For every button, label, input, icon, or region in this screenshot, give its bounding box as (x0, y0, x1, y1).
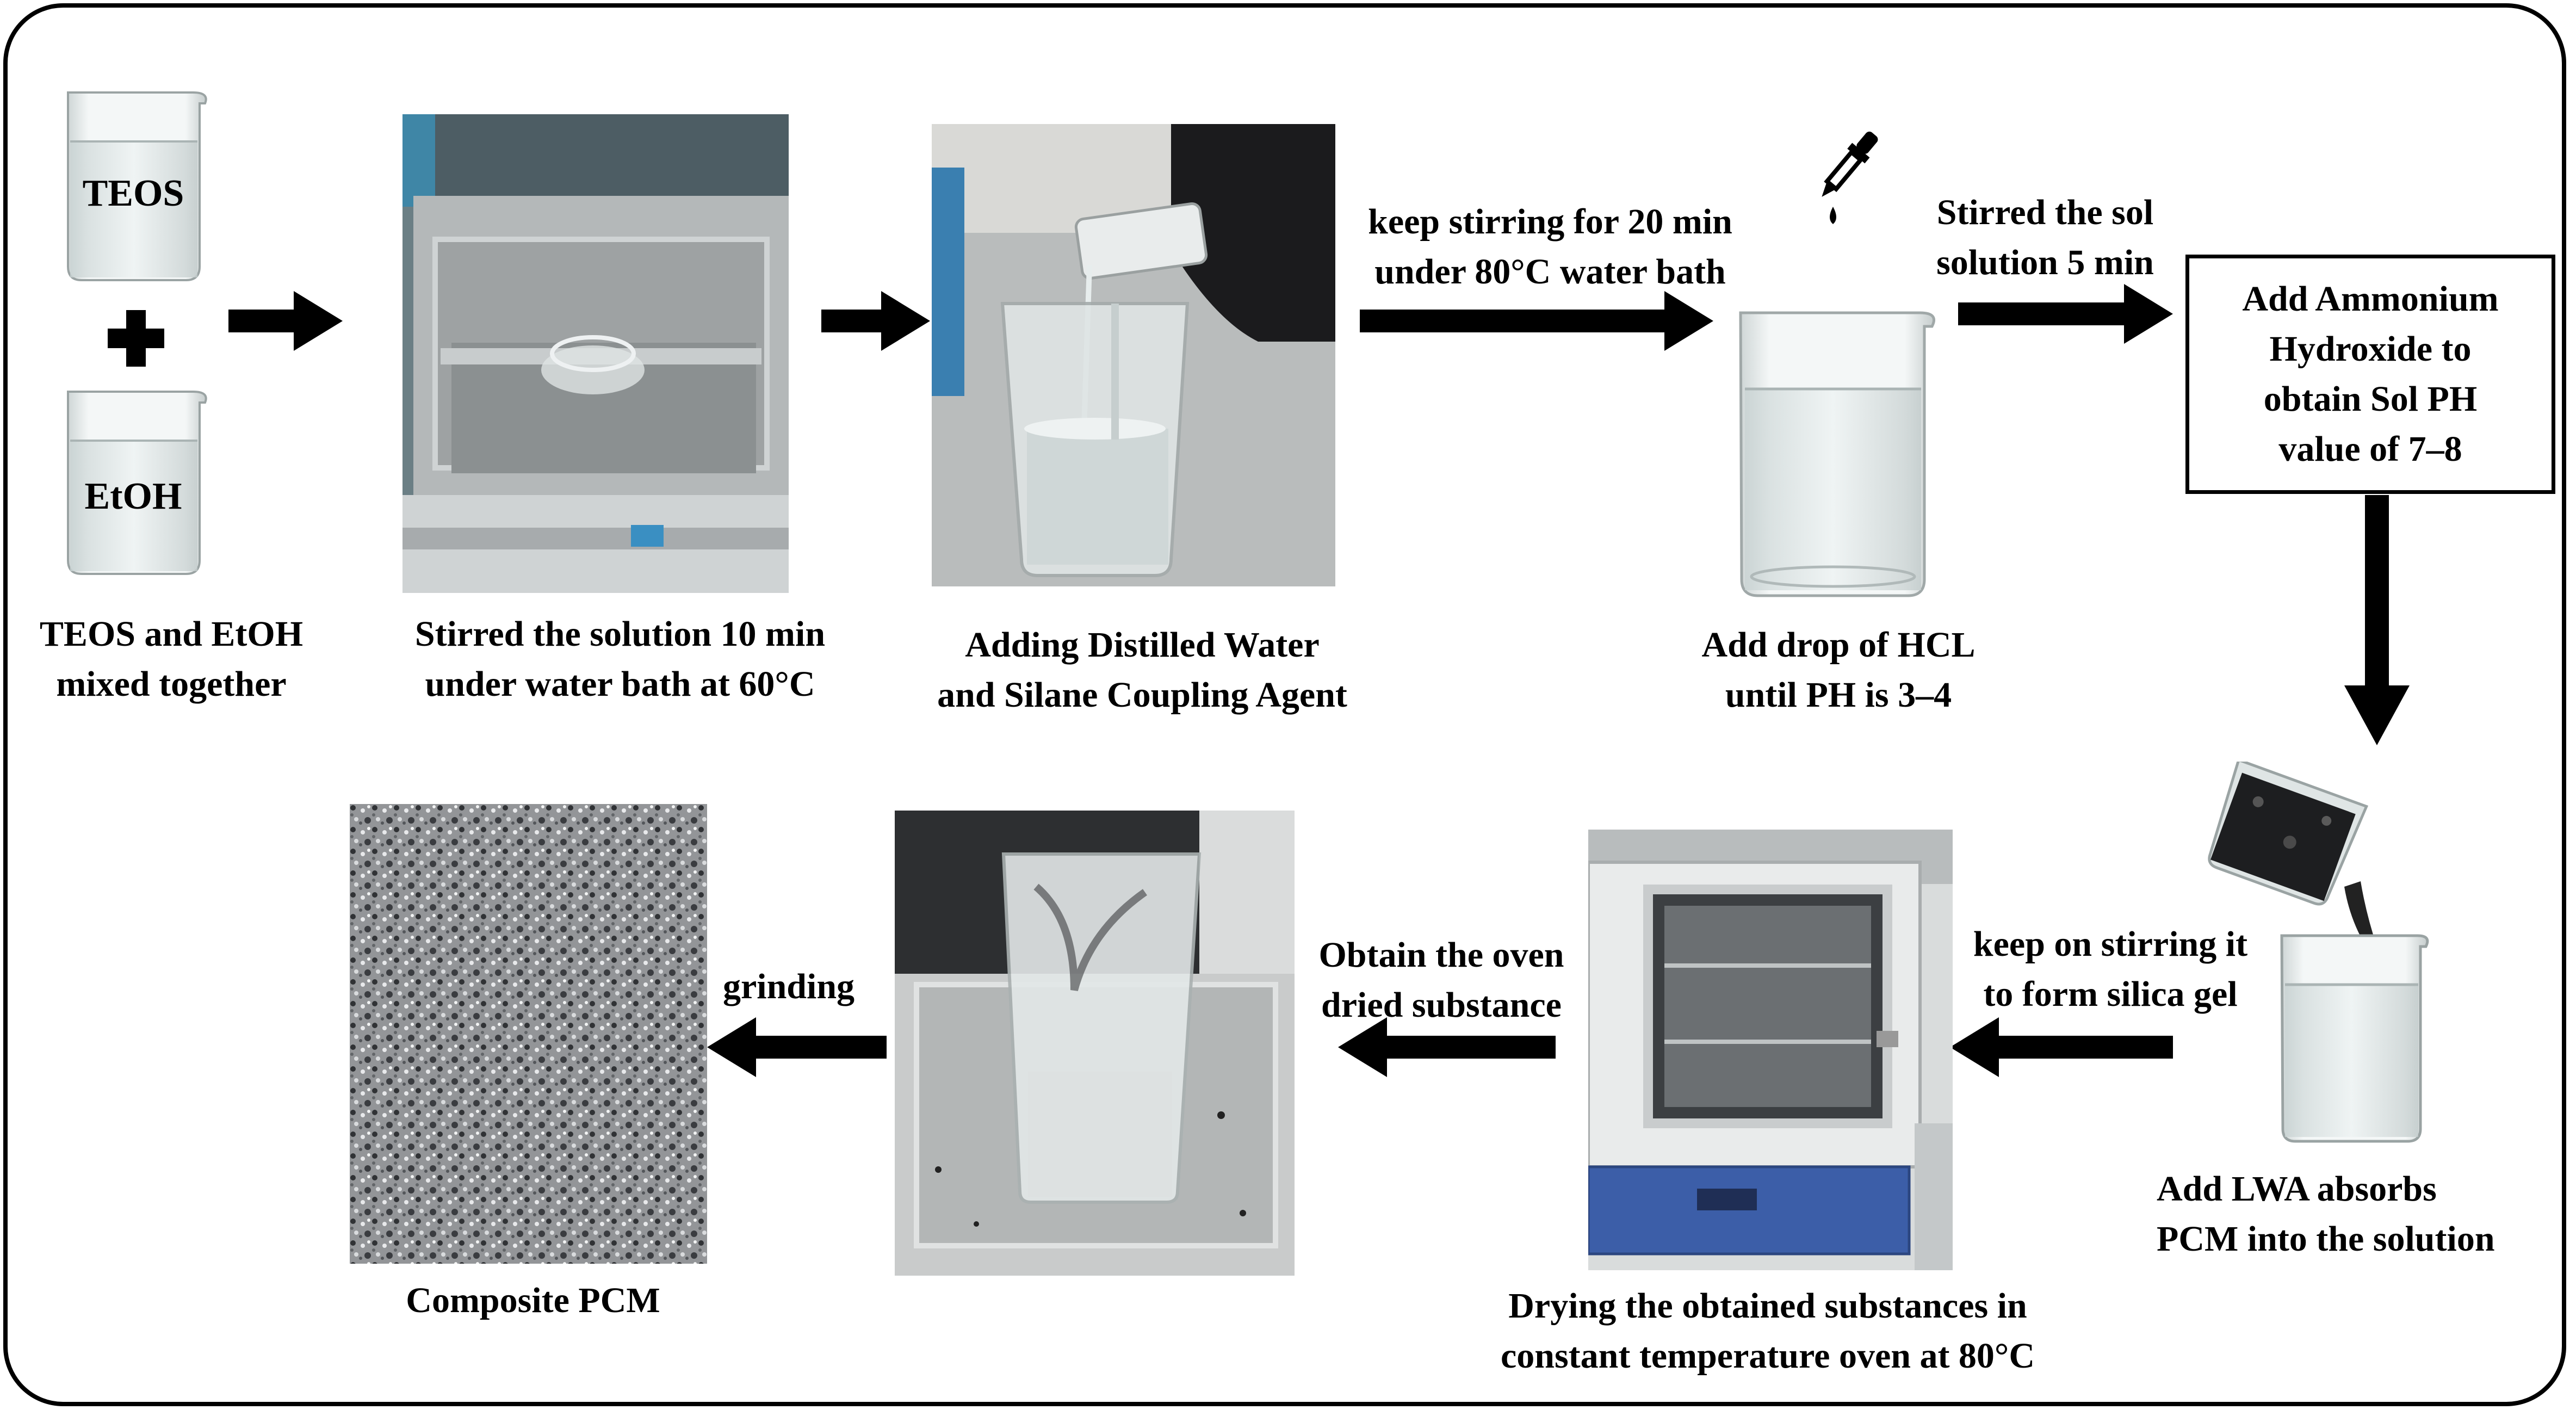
step-drying-label: Drying the obtained substances in consta… (1500, 1286, 2035, 1376)
step-ovendried-label: Obtain the oven dried substance (1318, 935, 1564, 1025)
step-keep20-label: keep stirring for 20 min under 80°C wate… (1368, 202, 1732, 292)
arrow-right-1 (228, 291, 343, 351)
teos-beaker-icon (67, 91, 207, 281)
arrow-left-3 (707, 1017, 887, 1077)
oven-photo (1588, 830, 1953, 1270)
arrow-down (2344, 495, 2410, 745)
arrow-right-3 (1360, 291, 1713, 351)
step-grinding-label: grinding (722, 967, 855, 1006)
dropper-icon (1822, 131, 1878, 224)
step-distilled-label: Adding Distilled Water and Silane Coupli… (937, 625, 1347, 715)
etoh-label: EtOH (84, 475, 182, 517)
lwa-beaker-icon (2280, 934, 2429, 1143)
hcl-beaker-icon (1739, 311, 1935, 597)
lwa-pouring-icon (2208, 762, 2377, 947)
etoh-beaker-icon (67, 391, 207, 575)
step-lwa-label: Add LWA absorbs PCM into the solution (2157, 1169, 2495, 1259)
water-bath-photo (403, 114, 789, 593)
arrow-left-2 (1338, 1017, 1556, 1077)
distilled-water-photo (932, 124, 1335, 586)
composite-pcm-photo (350, 804, 707, 1264)
step-silica-label: keep on stirring it to form silica gel (1973, 924, 2248, 1014)
arrow-left-1 (1950, 1017, 2173, 1077)
plus-icon (108, 310, 164, 367)
step-ammonium-label: Add Ammonium Hydroxide to obtain Sol PH … (2242, 279, 2499, 469)
step-stir10-label: Stirred the solution 10 min under water … (414, 614, 826, 704)
arrow-right-4 (1958, 284, 2173, 344)
ammonium-step-box: Add Ammonium Hydroxide to obtain Sol PH … (2185, 255, 2555, 494)
dried-substance-photo (895, 811, 1295, 1276)
step-hcl-label: Add drop of HCL until PH is 3–4 (1701, 625, 1976, 715)
teos-label: TEOS (82, 172, 184, 214)
step-composite-label: Composite PCM (406, 1281, 660, 1320)
step-mix-label: TEOS and EtOH mixed together (39, 614, 304, 704)
arrow-right-2 (821, 291, 930, 351)
step-stir5-label: Stirred the sol solution 5 min (1936, 193, 2154, 282)
